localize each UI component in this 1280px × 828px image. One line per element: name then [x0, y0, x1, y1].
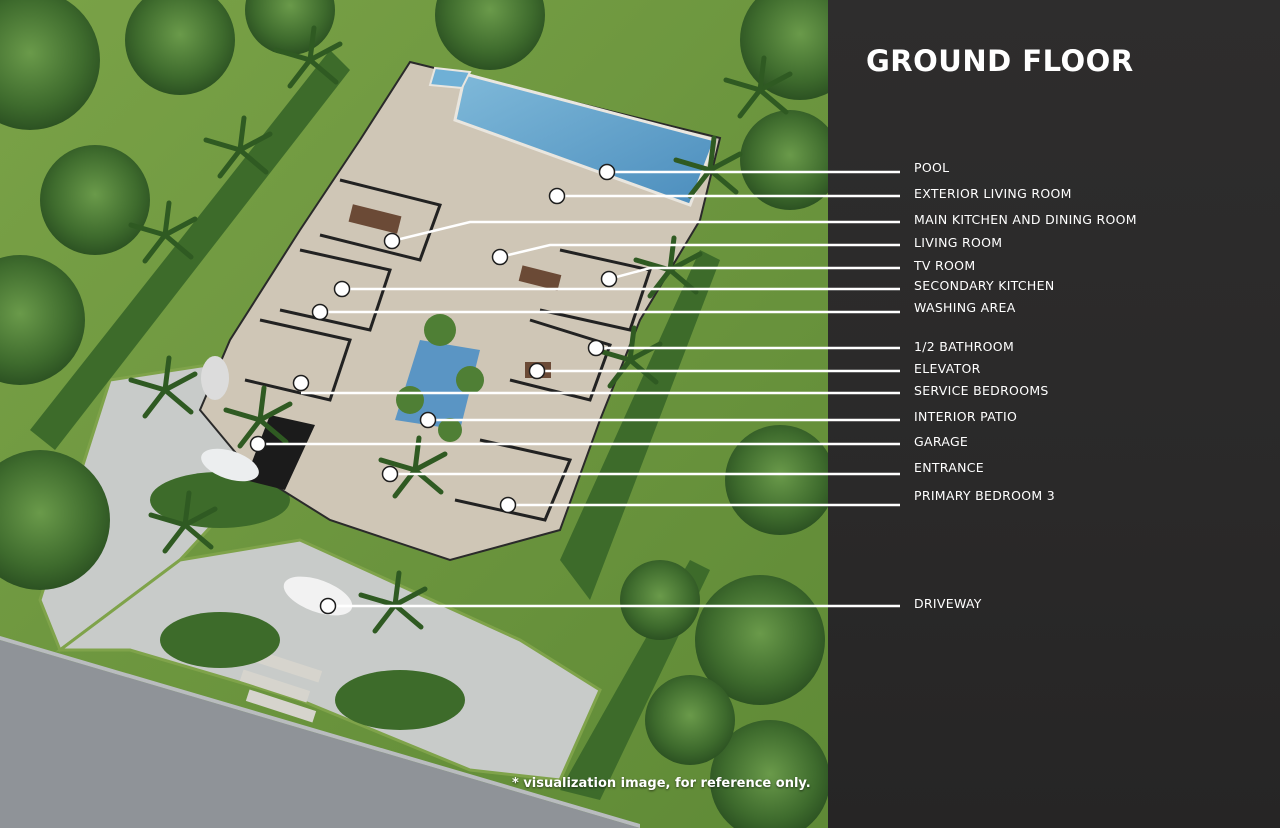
marker-entrance — [381, 465, 399, 483]
marker-exterior-living-room — [548, 187, 566, 205]
legend-panel — [828, 0, 1280, 828]
marker-living-room — [491, 248, 509, 266]
marker-garage — [249, 435, 267, 453]
marker-primary-bedroom — [499, 496, 517, 514]
label-tv-room: TV ROOM — [914, 258, 976, 273]
label-driveway: DRIVEWAY — [914, 596, 982, 611]
disclaimer-text: * visualization image, for reference onl… — [512, 776, 811, 791]
label-exterior-living-room: EXTERIOR LIVING ROOM — [914, 186, 1072, 201]
marker-service-bedrooms — [292, 374, 310, 392]
label-elevator: ELEVATOR — [914, 361, 981, 376]
marker-elevator — [528, 362, 546, 380]
label-service-bedrooms: SERVICE BEDROOMS — [914, 383, 1049, 398]
marker-main-kitchen — [383, 232, 401, 250]
marker-washing-area — [311, 303, 329, 321]
aerial-render — [0, 0, 828, 828]
label-primary-bedroom: PRIMARY BEDROOM 3 — [914, 488, 1056, 503]
label-entrance: ENTRANCE — [914, 460, 984, 475]
marker-interior-patio — [419, 411, 437, 429]
label-pool: POOL — [914, 160, 950, 175]
label-interior-patio: INTERIOR PATIO — [914, 409, 1018, 424]
marker-pool — [598, 163, 616, 181]
label-main-kitchen-dining: MAIN KITCHEN AND DINING ROOM — [914, 212, 1137, 227]
leader-line-main-kitchen — [391, 220, 900, 243]
label-half-bathroom: 1/2 BATHROOM — [914, 339, 1015, 354]
marker-half-bathroom — [587, 339, 605, 357]
label-living-room: LIVING ROOM — [914, 235, 1003, 250]
label-secondary-kitchen: SECONDARY KITCHEN — [914, 278, 1055, 293]
page-title: GROUND FLOOR — [866, 44, 1134, 78]
marker-tv-room — [600, 270, 618, 288]
marker-secondary-kitchen — [333, 280, 351, 298]
label-washing-area: WASHING AREA — [914, 300, 1016, 315]
leader-line-tv-room — [608, 266, 900, 281]
render-artwork — [0, 0, 828, 828]
label-garage: GARAGE — [914, 434, 969, 449]
leader-line-living-room — [499, 243, 900, 259]
marker-driveway — [319, 597, 337, 615]
